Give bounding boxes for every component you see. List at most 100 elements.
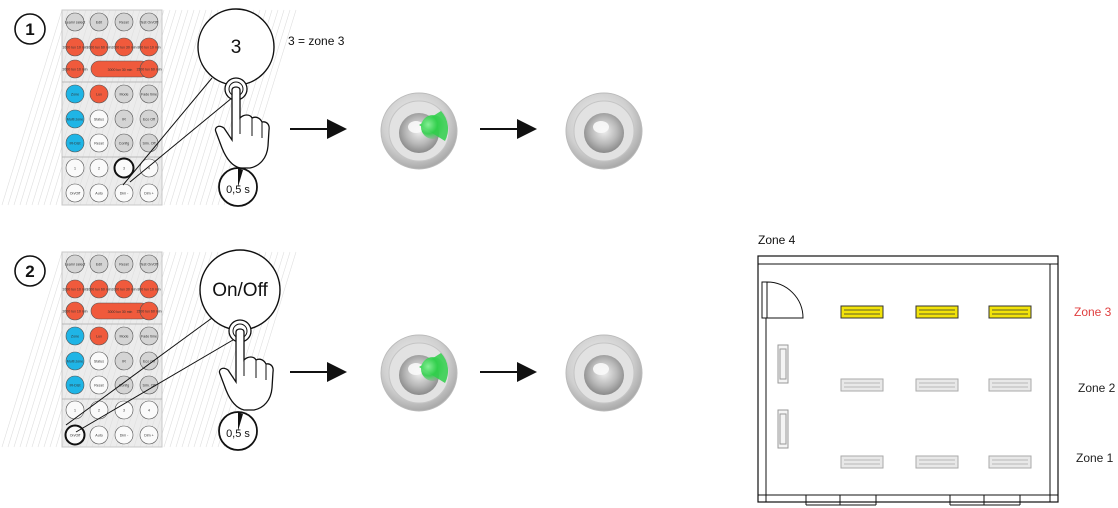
window-marks bbox=[805, 495, 1021, 506]
remote-key-label: IR-Dist bbox=[70, 142, 81, 146]
remote-key[interactable] bbox=[65, 279, 85, 299]
remote-key-label: 3000 lux 10 min bbox=[62, 68, 87, 72]
floor-plan: Zone 4 Zone 3 Zone 2 Zon bbox=[757, 233, 1116, 506]
zone-3-label: Zone 3 bbox=[1074, 305, 1112, 319]
remote-key[interactable] bbox=[89, 109, 109, 129]
remote-key[interactable] bbox=[114, 375, 134, 395]
remote-key[interactable] bbox=[89, 375, 109, 395]
remote-key[interactable] bbox=[139, 425, 159, 445]
remote-key[interactable] bbox=[65, 109, 85, 129]
remote-key-label: Status bbox=[94, 360, 104, 364]
remote-key[interactable] bbox=[114, 12, 134, 32]
remote-key[interactable] bbox=[139, 158, 159, 178]
remote-key[interactable] bbox=[114, 133, 134, 153]
step-1-number: 1 bbox=[25, 20, 34, 39]
remote-key[interactable] bbox=[114, 400, 134, 420]
remote-key[interactable] bbox=[139, 37, 159, 57]
remote-key[interactable] bbox=[65, 301, 85, 321]
step-1-zoom-line bbox=[122, 77, 213, 186]
remote-key-label: Auto bbox=[95, 192, 102, 196]
remote-key[interactable] bbox=[65, 133, 85, 153]
remote-key[interactable] bbox=[114, 425, 134, 445]
remote-key[interactable] bbox=[65, 158, 85, 178]
remote-key[interactable] bbox=[89, 425, 109, 445]
remote-key[interactable] bbox=[65, 351, 85, 371]
remote-key[interactable] bbox=[114, 254, 134, 274]
remote-key[interactable] bbox=[139, 109, 159, 129]
remote-key[interactable] bbox=[139, 326, 159, 346]
remote-key-label: Lux bbox=[96, 335, 102, 339]
remote-key[interactable] bbox=[65, 183, 85, 203]
step-1-zoom-label: 3 bbox=[231, 37, 242, 58]
remote-key[interactable] bbox=[89, 133, 109, 153]
remote-key[interactable] bbox=[139, 279, 159, 299]
remote-key[interactable] bbox=[114, 84, 134, 104]
remote-key-label: Dim - bbox=[120, 192, 129, 196]
fixture-inactive bbox=[840, 378, 884, 392]
remote-key[interactable] bbox=[65, 12, 85, 32]
remote-key[interactable] bbox=[65, 375, 85, 395]
remote-key-label: 1500 lux 60 min bbox=[136, 310, 161, 314]
step-2-number: 2 bbox=[25, 262, 34, 281]
floorplan-zone-4-label: Zone 4 bbox=[758, 233, 796, 247]
remote-key[interactable] bbox=[114, 279, 134, 299]
remote-key-label: Learn/ select bbox=[65, 263, 86, 267]
remote-key[interactable] bbox=[114, 109, 134, 129]
remote-key-label: Eco Off bbox=[143, 360, 155, 364]
step-2-sensor-led-off bbox=[565, 334, 643, 412]
remote-key-label: Reset bbox=[119, 21, 128, 25]
step-1-zoom-line bbox=[129, 87, 245, 183]
remote-key[interactable] bbox=[89, 37, 109, 57]
remote-key[interactable] bbox=[65, 326, 85, 346]
remote-key[interactable] bbox=[89, 84, 109, 104]
remote-key-label: Mode bbox=[120, 93, 129, 97]
remote-key-label: Sim. Off bbox=[143, 142, 156, 146]
remote-key[interactable] bbox=[89, 254, 109, 274]
remote-key[interactable] bbox=[89, 351, 109, 371]
step-1-caption: 3 = zone 3 bbox=[288, 34, 345, 48]
remote-key-label: 1500 lux 60 min bbox=[136, 68, 161, 72]
remote-key[interactable] bbox=[65, 37, 85, 57]
fixture-inactive bbox=[915, 378, 959, 392]
step-1-sensor-led-on bbox=[380, 92, 458, 170]
remote-key[interactable] bbox=[89, 183, 109, 203]
remote-key[interactable] bbox=[139, 59, 159, 79]
remote-key-label: On/Off bbox=[70, 192, 81, 196]
remote-key[interactable] bbox=[114, 326, 134, 346]
remote-key[interactable] bbox=[139, 375, 159, 395]
remote-key-highlight bbox=[64, 424, 86, 446]
remote-key[interactable] bbox=[114, 351, 134, 371]
remote-key-label: Edit bbox=[96, 21, 102, 25]
remote-key[interactable] bbox=[139, 254, 159, 274]
remote-key-label: Status bbox=[94, 118, 104, 122]
fixture-active bbox=[840, 305, 884, 319]
remote-key-label: 3 bbox=[123, 167, 125, 171]
remote-key[interactable] bbox=[89, 158, 109, 178]
remote-key[interactable] bbox=[139, 183, 159, 203]
remote-key-label: Mode bbox=[120, 335, 129, 339]
remote-key-label: 3 bbox=[123, 409, 125, 413]
remote-key[interactable] bbox=[139, 301, 159, 321]
remote-key[interactable] bbox=[114, 37, 134, 57]
remote-key[interactable] bbox=[65, 59, 85, 79]
remote-key-label: 3000 lux 10 min bbox=[62, 310, 87, 314]
remote-key-label: On/Off bbox=[70, 434, 81, 438]
remote-key-label: Config bbox=[119, 384, 129, 388]
remote-key[interactable] bbox=[89, 12, 109, 32]
remote-key[interactable] bbox=[65, 254, 85, 274]
remote-key[interactable] bbox=[139, 400, 159, 420]
remote-key[interactable] bbox=[139, 351, 159, 371]
remote-key-label: Test On/Off bbox=[140, 263, 158, 267]
remote-key-label: Config bbox=[119, 142, 129, 146]
remote-key[interactable] bbox=[89, 326, 109, 346]
remote-key[interactable] bbox=[139, 84, 159, 104]
remote-key-label: Reset bbox=[94, 142, 103, 146]
remote-key[interactable] bbox=[139, 12, 159, 32]
fixture-inactive bbox=[988, 378, 1032, 392]
remote-key[interactable] bbox=[65, 84, 85, 104]
remote-key[interactable] bbox=[89, 279, 109, 299]
remote-key-label: 1000 lux 30 min bbox=[111, 46, 136, 50]
